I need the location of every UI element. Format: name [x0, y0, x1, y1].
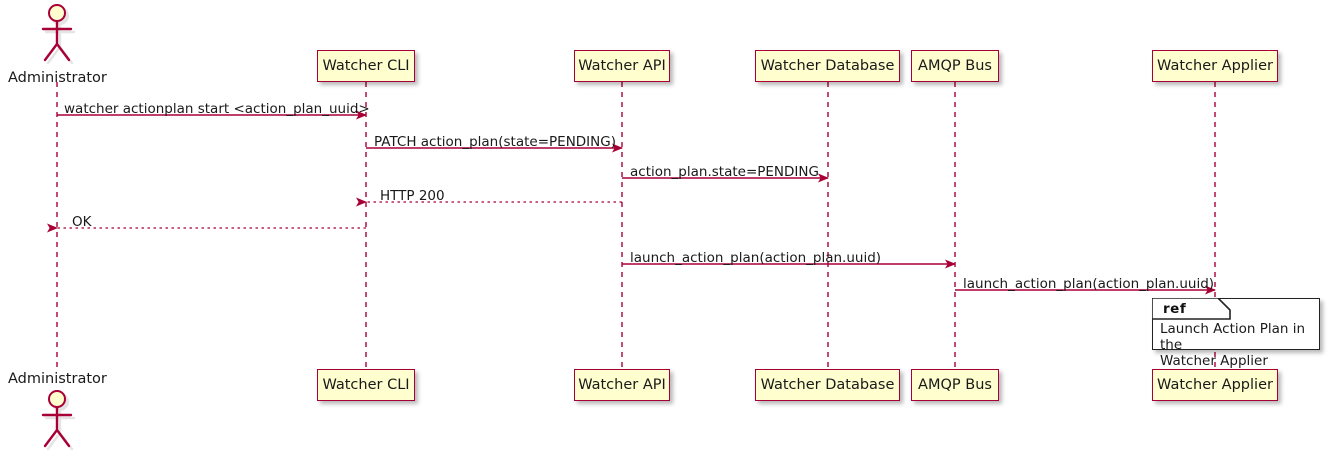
- participant-label: Watcher CLI: [322, 376, 410, 393]
- participant-label: Watcher CLI: [322, 57, 410, 74]
- participant-box-watcher-cli-top[interactable]: Watcher CLI: [317, 50, 415, 82]
- message-arrows-group: [47, 110, 1216, 295]
- actor-label-bottom: Administrator: [8, 371, 107, 387]
- message-label-4: HTTP 200: [380, 188, 445, 204]
- participant-label: Watcher API: [578, 57, 666, 74]
- participant-box-amqp-bus-top[interactable]: AMQP Bus: [911, 50, 999, 82]
- ref-fragment-body: Launch Action Plan in the Watcher Applie…: [1160, 321, 1315, 369]
- ref-text-line-2: Watcher Applier: [1160, 353, 1268, 369]
- participant-label: Watcher Applier: [1157, 57, 1273, 74]
- participant-label: AMQP Bus: [918, 376, 992, 393]
- participant-box-watcher-api-bottom[interactable]: Watcher API: [574, 369, 670, 401]
- participant-box-watcher-database-top[interactable]: Watcher Database: [755, 50, 900, 82]
- actor-figure-top: [41, 4, 76, 65]
- message-label-5: OK: [72, 214, 92, 230]
- participant-box-watcher-applier-bottom[interactable]: Watcher Applier: [1152, 369, 1278, 401]
- participant-box-watcher-applier-top[interactable]: Watcher Applier: [1152, 50, 1278, 82]
- participant-label: Watcher API: [578, 376, 666, 393]
- participant-label: Watcher Database: [760, 57, 895, 74]
- participant-box-watcher-database-bottom[interactable]: Watcher Database: [755, 369, 900, 401]
- ref-text-line-1: Launch Action Plan in the: [1160, 321, 1306, 353]
- ref-fragment[interactable]: ref Launch Action Plan in the Watcher Ap…: [1152, 298, 1320, 369]
- participant-label: Watcher Applier: [1157, 376, 1273, 393]
- actor-figures-group: [41, 4, 76, 451]
- participant-box-watcher-api-top[interactable]: Watcher API: [574, 50, 670, 82]
- participant-box-amqp-bus-bottom[interactable]: AMQP Bus: [911, 369, 999, 401]
- participant-label: Watcher Database: [760, 376, 895, 393]
- message-label-6: launch_action_plan(action_plan.uuid): [630, 250, 882, 266]
- actor-figure-bottom: [41, 390, 76, 451]
- lifelines-group: [56, 82, 1216, 372]
- message-label-1: watcher actionplan start <action_plan_uu…: [64, 101, 370, 117]
- ref-tab-label: ref: [1163, 301, 1187, 317]
- message-label-3: action_plan.state=PENDING: [630, 164, 819, 180]
- participant-box-watcher-cli-bottom[interactable]: Watcher CLI: [317, 369, 415, 401]
- message-label-2: PATCH action_plan(state=PENDING): [374, 134, 616, 150]
- participant-label: AMQP Bus: [918, 57, 992, 74]
- message-label-7: launch_action_plan(action_plan.uuid): [963, 276, 1215, 292]
- actor-label-top: Administrator: [8, 70, 107, 86]
